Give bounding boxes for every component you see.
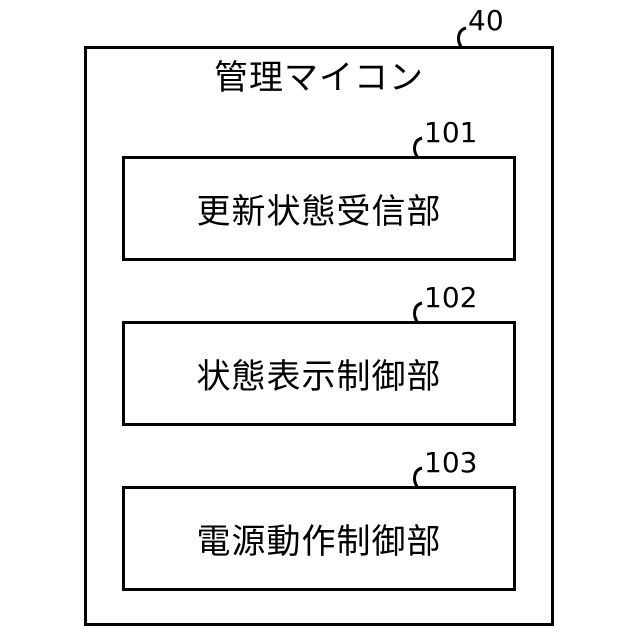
power-operation-controller-block: 電源動作制御部 [122, 486, 516, 591]
ref-label-102: 102 [424, 283, 477, 313]
ref-label-103: 103 [424, 448, 477, 478]
status-display-controller-block: 状態表示制御部 [122, 321, 516, 426]
ref-label-40: 40 [468, 6, 504, 36]
management-microcomputer-title: 管理マイコン [84, 58, 554, 98]
status-display-controller-label: 状態表示制御部 [197, 349, 442, 398]
ref-label-101: 101 [424, 118, 477, 148]
leader-line-40 [459, 28, 466, 48]
power-operation-controller-label: 電源動作制御部 [197, 514, 442, 563]
update-status-receiver-block: 更新状態受信部 [122, 156, 516, 261]
update-status-receiver-label: 更新状態受信部 [197, 184, 442, 233]
